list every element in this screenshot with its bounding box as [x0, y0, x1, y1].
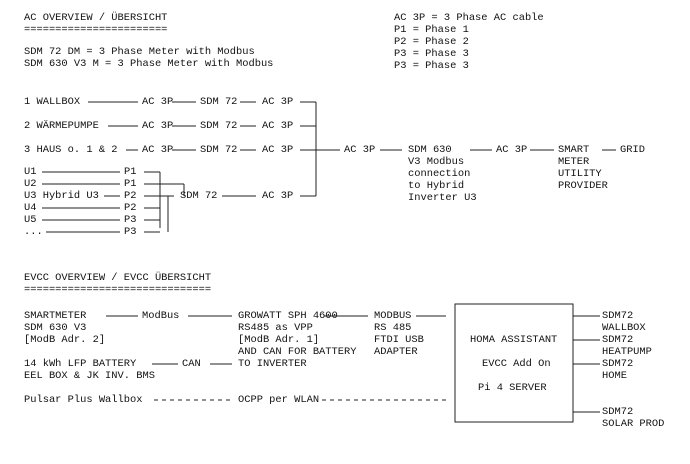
output-meter: SDM72	[602, 310, 634, 322]
ocpp-label: OCPP per WLAN	[238, 394, 320, 406]
growatt-line-5: TO INVERTER	[238, 358, 307, 370]
adapter-line-1: MODBUS	[374, 310, 412, 322]
sdm630-line-1: SDM 630	[408, 144, 452, 156]
unit-label: U5	[24, 214, 37, 226]
cable-label: AC 3P	[142, 96, 174, 108]
phase-label: P1	[124, 166, 137, 178]
smartmeter-line-1: SMARTMETER	[24, 310, 87, 322]
sdm630-line-5: Inverter U3	[408, 192, 477, 204]
adapter-line-3: FTDI USB	[374, 334, 424, 346]
unit-label: U2	[24, 178, 37, 190]
phase-label: P1	[124, 178, 137, 190]
meter-label: SDM 72	[200, 96, 238, 108]
phase-label: P3	[124, 226, 137, 238]
smartmeter-line-3: [ModB Adr. 2]	[24, 334, 106, 346]
phase-label: P3	[124, 214, 137, 226]
grid-label: GRID	[620, 144, 645, 156]
growatt-line-2: RS485 as VPP	[238, 322, 313, 334]
phase-label: P2	[124, 190, 137, 202]
phase-label: P2	[124, 202, 137, 214]
server-line-1: HOMA ASSISTANT	[470, 334, 558, 346]
modbus-link-label: ModBus	[142, 310, 180, 322]
adapter-line-4: ADAPTER	[374, 346, 418, 358]
source-wallbox: 1 WALLBOX	[24, 96, 81, 108]
legend-sdm630: SDM 630 V3 M = 3 Phase Meter with Modbus	[24, 58, 274, 70]
battery-line-2: EEL BOX & JK INV. BMS	[24, 370, 155, 382]
cable-label: AC 3P	[262, 144, 294, 156]
source-house: 3 HAUS o. 1 & 2	[24, 144, 118, 156]
output-meter: SDM72	[602, 334, 634, 346]
cable-label: AC 3P	[262, 96, 294, 108]
evcc-title: EVCC OVERVIEW / EVCC ÜBERSICHT	[24, 272, 212, 284]
legend-p2: P2 = Phase 2	[394, 36, 469, 48]
legend-sdm72: SDM 72 DM = 3 Phase Meter with Modbus	[24, 46, 255, 58]
ac-title: AC OVERVIEW / ÜBERSICHT	[24, 12, 168, 24]
smart-meter-line-4: PROVIDER	[558, 180, 608, 192]
smart-meter-line-1: SMART	[558, 144, 590, 156]
growatt-line-4: AND CAN FOR BATTERY	[238, 346, 357, 358]
sdm630-line-3: connection	[408, 168, 471, 180]
output-meter: SDM72	[602, 358, 634, 370]
legend-p3-repeat: P3 = Phase 3	[394, 60, 469, 72]
units-cable-label: AC 3P	[262, 190, 294, 202]
legend-p1: P1 = Phase 1	[394, 24, 469, 36]
growatt-line-1: GROWATT SPH 4600	[238, 310, 338, 322]
wallbox-label: Pulsar Plus Wallbox	[24, 394, 143, 406]
smart-meter-line-3: UTILITY	[558, 168, 602, 180]
meter-label: SDM 72	[200, 120, 238, 132]
cable-label: AC 3P	[262, 120, 294, 132]
cable-label: AC 3P	[142, 120, 174, 132]
source-heatpump: 2 WÄRMEPUMPE	[24, 120, 99, 132]
server-line-3: Pi 4 SERVER	[478, 382, 547, 394]
growatt-line-3: [ModB Adr. 1]	[238, 334, 320, 346]
unit-label: U1	[24, 166, 37, 178]
legend-ac3p: AC 3P = 3 Phase AC cable	[394, 12, 544, 24]
smart-meter-line-2: METER	[558, 156, 590, 168]
unit-label: U4	[24, 202, 37, 214]
output-meter: SDM72	[602, 406, 634, 418]
battery-line-1: 14 kWh LFP BATTERY	[24, 358, 137, 370]
sdm630-line-4: to Hybrid	[408, 180, 465, 192]
legend-p3: P3 = Phase 3	[394, 48, 469, 60]
smartmeter-line-2: SDM 630 V3	[24, 322, 87, 334]
unit-label: ...	[24, 226, 43, 238]
meter-label: SDM 72	[200, 144, 238, 156]
cable-label: AC 3P	[142, 144, 174, 156]
output-target: SOLAR PROD	[602, 418, 665, 430]
output-target: HEATPUMP	[602, 346, 652, 358]
server-line-2: EVCC Add On	[482, 358, 551, 370]
adapter-line-2: RS 485	[374, 322, 412, 334]
sdm630-line-2: V3 Modbus	[408, 156, 465, 168]
main-cable-label: AC 3P	[344, 144, 376, 156]
output-target: HOME	[602, 370, 627, 382]
can-link-label: CAN	[182, 358, 201, 370]
unit-label: U3 Hybrid U3	[24, 190, 99, 202]
units-meter-label: SDM 72	[180, 190, 218, 202]
evcc-title-rule: ==============================	[24, 284, 212, 296]
grid-cable-label: AC 3P	[496, 144, 528, 156]
output-target: WALLBOX	[602, 322, 646, 334]
ac-title-rule: =======================	[24, 24, 168, 36]
